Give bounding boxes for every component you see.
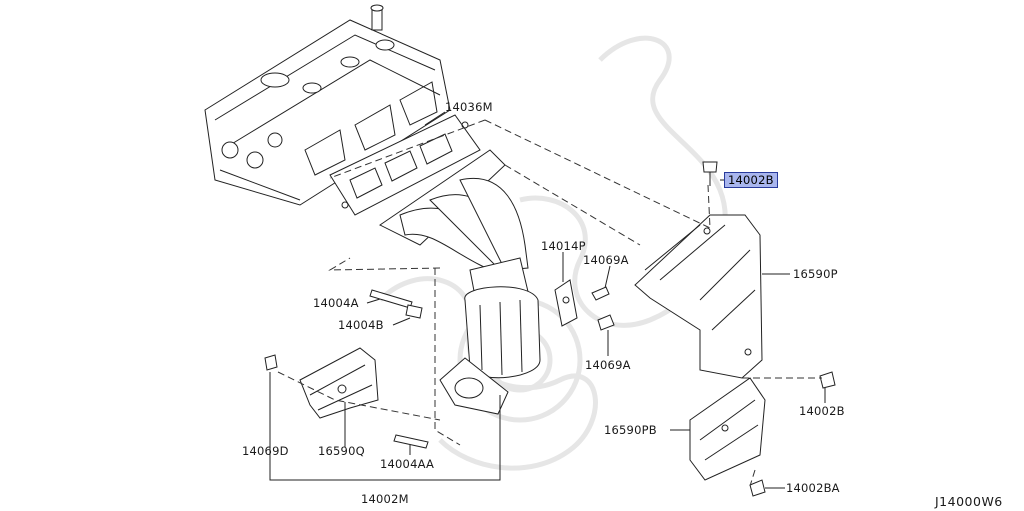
part-label-14004AA[interactable]: 14004AA (380, 457, 435, 471)
part-label-14002M[interactable]: 14002M (361, 492, 409, 506)
part-label-14002B-right[interactable]: 14002B (799, 404, 845, 418)
cylinder-head-drawing (204, 4, 451, 206)
assembly-guide-lines (277, 119, 822, 487)
diagram-code: J14000W6 (935, 494, 1003, 509)
part-label-16590PB[interactable]: 16590PB (604, 423, 657, 437)
part-label-14004A[interactable]: 14004A (313, 296, 359, 310)
leader-lines (269, 111, 826, 489)
part-label-14036M[interactable]: 14036M (445, 100, 493, 114)
part-label-14004B[interactable]: 14004B (338, 318, 384, 332)
part-label-16590P[interactable]: 16590P (793, 267, 838, 281)
heat-shield-16590P-drawing (634, 214, 763, 379)
heat-shield-16590Q-drawing (299, 347, 379, 419)
bracket-14014P-drawing (554, 279, 578, 327)
part-label-14002B-selected[interactable]: 14002B (724, 172, 778, 188)
part-label-14069D[interactable]: 14069D (242, 444, 289, 458)
part-label-14002BA[interactable]: 14002BA (786, 481, 840, 495)
part-label-14014P[interactable]: 14014P (541, 239, 586, 253)
heat-shield-16590PB-drawing (689, 377, 766, 481)
fasteners-drawing (264, 161, 836, 497)
part-label-14069A-top[interactable]: 14069A (583, 253, 629, 267)
gasket-drawing (329, 114, 481, 216)
exhaust-manifold-drawing (379, 149, 541, 415)
part-label-16590Q[interactable]: 16590Q (318, 444, 365, 458)
part-label-14069A-bottom[interactable]: 14069A (585, 358, 631, 372)
